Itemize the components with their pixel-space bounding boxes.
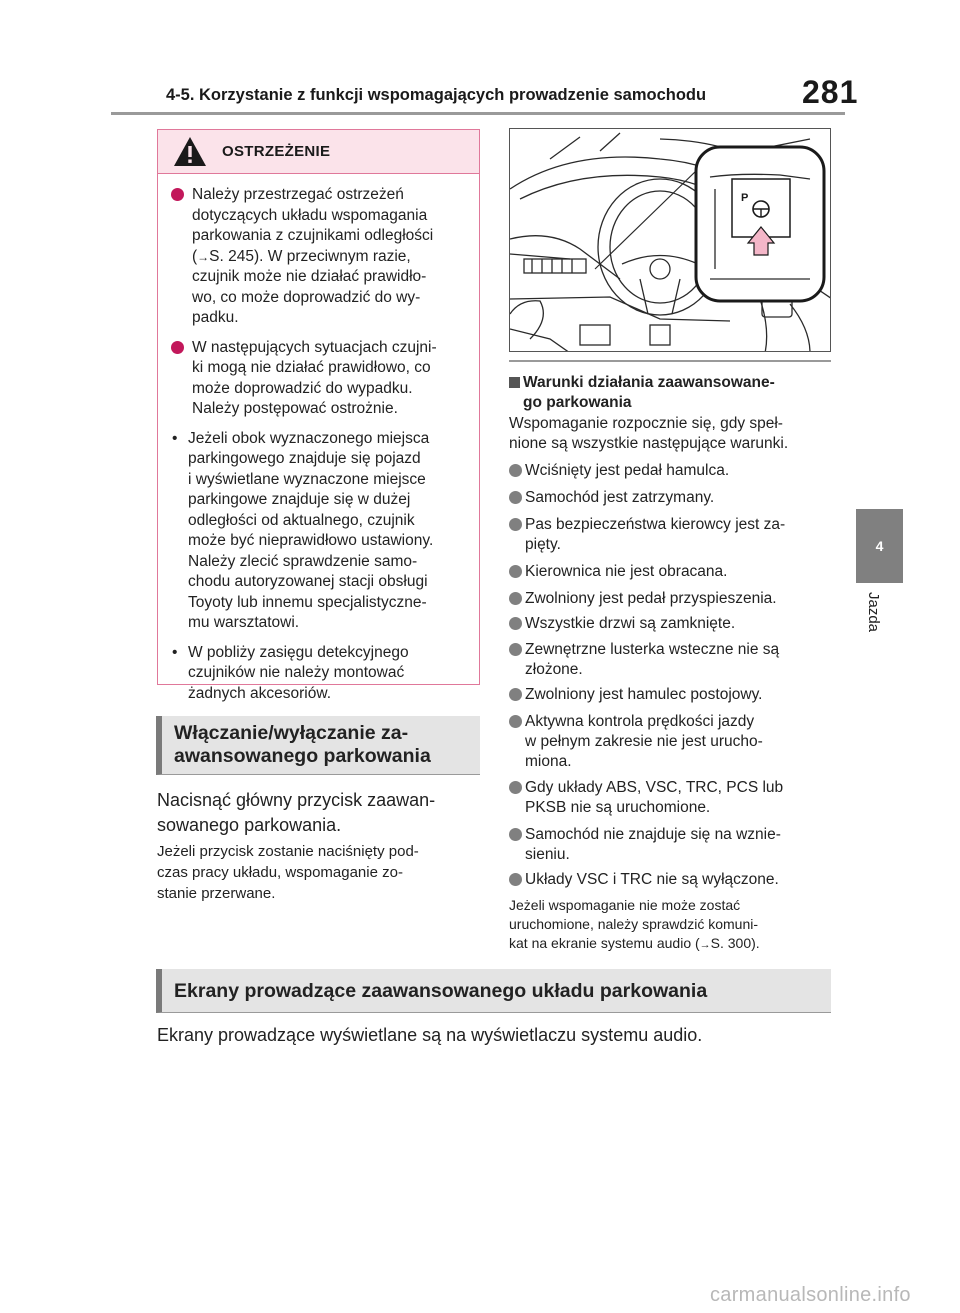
- bullet-dot-icon: [509, 518, 522, 531]
- page-number: 281: [802, 74, 859, 110]
- bullet-dot-icon: [509, 688, 522, 701]
- dashboard-drawing: P: [510, 132, 830, 351]
- condition-item: Zwolniony jest hamulec postojowy.: [509, 685, 837, 705]
- warning-triangle-icon: [174, 136, 206, 166]
- condition-item: Kierownica nie jest obracana.: [509, 562, 837, 582]
- chapter-side-label: Jazda: [865, 592, 882, 633]
- square-bullet-icon: [509, 377, 520, 388]
- bullet-dot-icon: [509, 617, 522, 630]
- condition-item: Samochód jest zatrzymany.: [509, 488, 837, 508]
- bullet-dot-icon: [509, 643, 522, 656]
- condition-item: Zwolniony jest pedał przyspieszenia.: [509, 589, 837, 609]
- bullet-dot-icon: [509, 828, 522, 841]
- bullet-dot-icon: [509, 464, 522, 477]
- press-arrow-icon: [746, 226, 776, 256]
- bullet-dot-icon: [509, 491, 522, 504]
- bullet-dot-icon: [509, 781, 522, 794]
- instruction-line: sowanego parkowania.: [157, 815, 342, 835]
- chapter-tab-number: 4: [875, 538, 884, 554]
- bullet-dot-icon: [171, 340, 184, 354]
- warning-subitem: • Jeżeli obok wyznaczonego miejsca parki…: [172, 429, 434, 632]
- bullet-dot-icon: [509, 565, 522, 578]
- header-divider: [111, 112, 845, 115]
- warning-bullet: Należy przestrzegać ostrzeżeń dotyczącyc…: [168, 185, 469, 329]
- bullet-dot-icon: [171, 188, 184, 201]
- warning-title: OSTRZEŻENIE: [222, 143, 331, 160]
- conditions-heading: Warunki działania zaawansowane- go parko…: [509, 373, 835, 413]
- section-heading-guidance-screens: Ekrany prowadzące zaawansowanego układu …: [156, 969, 831, 1013]
- illustration-divider: [509, 360, 831, 362]
- condition-item: Wciśnięty jest pedał hamulca.: [509, 461, 837, 481]
- conditions-note: Jeżeli wspomaganie nie może zostać uruch…: [509, 897, 760, 951]
- dashboard-illustration: P: [509, 128, 831, 352]
- bullet-dot-icon: [509, 873, 522, 886]
- warning-bullet: W następujących sytuacjach czujni- ki mo…: [168, 338, 469, 420]
- reference-arrow-icon: →: [699, 939, 711, 951]
- chapter-header-title: 4-5. Korzystanie z funkcji wspomagającyc…: [166, 86, 707, 104]
- warning-subitem: • W pobliży zasięgu detekcyjnego czujnik…: [172, 643, 409, 702]
- condition-item: Układy VSC i TRC nie są wyłączone.: [509, 870, 837, 890]
- note-line: Jeżeli przycisk zostanie naciśnięty pod-: [157, 843, 419, 860]
- warning-box: OSTRZEŻENIE Należy przestrzegać ostrzeże…: [157, 129, 480, 702]
- reference-arrow-icon: →: [197, 249, 210, 264]
- note-line: stanie przerwane.: [157, 885, 276, 902]
- guidance-screens-text: Ekrany prowadzące wyświetlane są na wyśw…: [157, 1025, 703, 1045]
- bullet-dot-icon: [509, 592, 522, 605]
- note-line: czas pracy układu, wspomaganie zo-: [157, 864, 403, 881]
- condition-item: Samochód nie znajduje się na wznie-sieni…: [509, 825, 837, 865]
- chapter-tab[interactable]: 4: [856, 509, 903, 583]
- watermark: carmanualsonline.info: [710, 1284, 911, 1306]
- warning-header: OSTRZEŻENIE: [158, 130, 479, 174]
- conditions-intro: Wspomaganie rozpocznie się, gdy speł- ni…: [509, 415, 789, 452]
- svg-text:P: P: [741, 192, 748, 204]
- condition-item: Wszystkie drzwi są zamknięte.: [509, 614, 837, 634]
- section-heading-advanced-park-toggle: Włączanie/wyłączanie za- awansowanego pa…: [156, 716, 480, 775]
- condition-item: Pas bezpieczeństwa kierowcy jest za-pięt…: [509, 515, 837, 555]
- bullet-dot-icon: [509, 715, 522, 728]
- instruction-line: Nacisnąć główny przycisk zaawan-: [157, 790, 436, 810]
